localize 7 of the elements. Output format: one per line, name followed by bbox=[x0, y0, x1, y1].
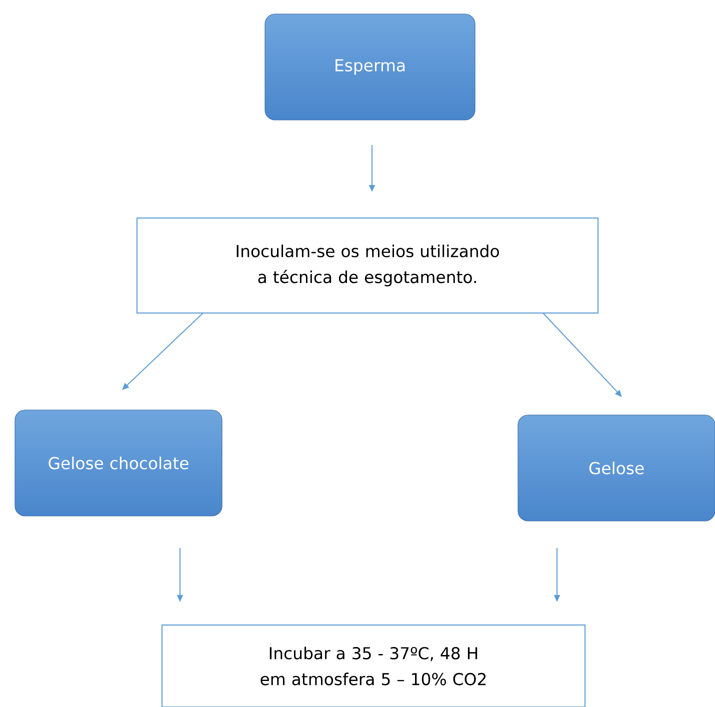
process-box: Gelose chocolate bbox=[14, 410, 222, 516]
step-box: Incubar a 35 - 37ºC, 48 H em atmosfera 5 – 10% CO2 bbox=[162, 624, 586, 707]
process-box: Gelose bbox=[518, 414, 715, 522]
arrow bbox=[542, 312, 622, 397]
arrow bbox=[122, 312, 204, 390]
step-box: Inoculam-se os meios utilizando a técnica de esgotamento. bbox=[136, 218, 598, 314]
process-box: Esperma bbox=[264, 14, 476, 120]
